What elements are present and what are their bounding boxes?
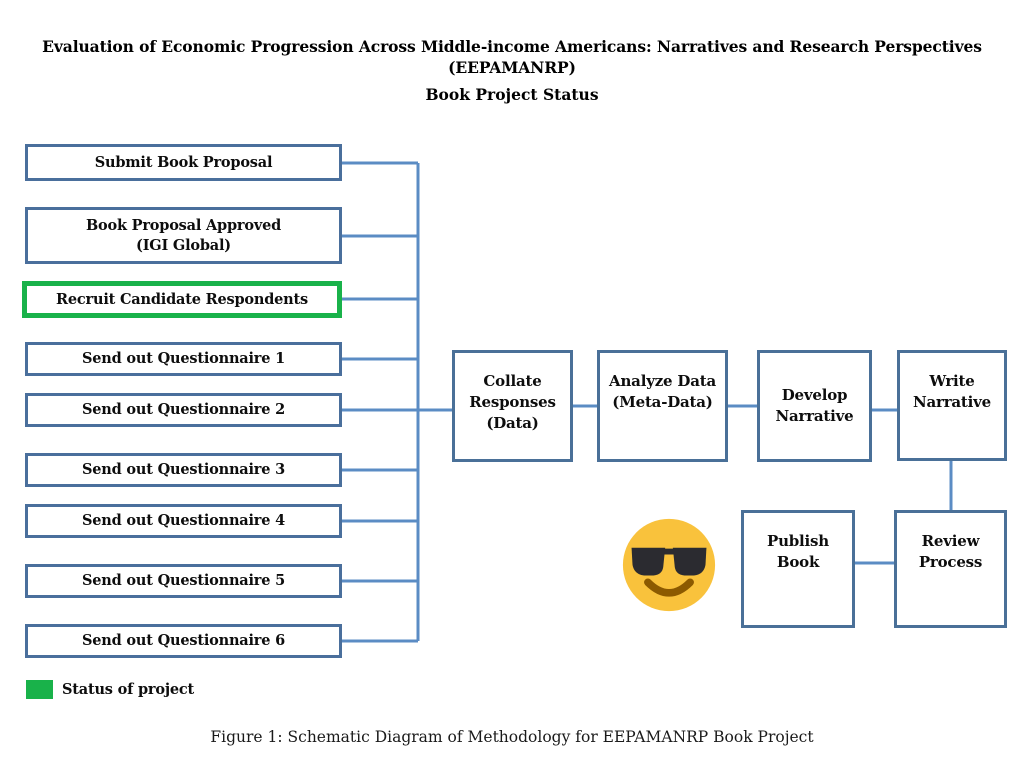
node-send-out-questionnaire-2[interactable]: Send out Questionnaire 2 <box>25 393 342 427</box>
node-send-out-questionnaire-5[interactable]: Send out Questionnaire 5 <box>25 564 342 598</box>
node-send-out-questionnaire-4[interactable]: Send out Questionnaire 4 <box>25 504 342 538</box>
node-label: Send out Questionnaire 5 <box>81 572 285 589</box>
node-label: Recruit Candidate Respondents <box>56 290 308 308</box>
node-send-out-questionnaire-3[interactable]: Send out Questionnaire 3 <box>25 453 342 487</box>
node-analyze-data[interactable]: Analyze Data (Meta-Data) <box>597 350 728 462</box>
node-write-narrative[interactable]: Write Narrative <box>897 350 1007 461</box>
node-submit-book-proposal[interactable]: Submit Book Proposal <box>25 144 342 181</box>
node-publish-book[interactable]: Publish Book <box>741 510 855 628</box>
node-label: Send out Questionnaire 6 <box>81 632 285 649</box>
node-collate-responses[interactable]: Collate Responses (Data) <box>452 350 573 462</box>
node-label: Submit Book Proposal <box>94 153 273 171</box>
node-book-proposal-approved[interactable]: Book Proposal Approved (IGI Global) <box>25 207 342 264</box>
node-label: Send out Questionnaire 1 <box>81 350 285 367</box>
node-label: Send out Questionnaire 2 <box>81 401 285 418</box>
node-label: Review Process <box>918 532 983 571</box>
node-recruit-candidate-respondents[interactable]: Recruit Candidate Respondents <box>22 281 342 318</box>
node-send-out-questionnaire-1[interactable]: Send out Questionnaire 1 <box>25 342 342 376</box>
node-label: Send out Questionnaire 4 <box>81 512 285 529</box>
figure-title-line-1: Evaluation of Economic Progression Acros… <box>42 37 982 56</box>
figure-subtitle: Book Project Status <box>425 85 599 104</box>
node-label: Publish Book <box>766 532 830 571</box>
node-label: Send out Questionnaire 3 <box>81 461 285 478</box>
legend: Status of project <box>26 680 194 699</box>
node-label: Write Narrative <box>912 372 992 411</box>
figure-title-block: Evaluation of Economic Progression Acros… <box>0 36 1024 105</box>
figure-caption: Figure 1: Schematic Diagram of Methodolo… <box>210 728 814 746</box>
node-review-process[interactable]: Review Process <box>894 510 1007 628</box>
sunglasses-face-icon <box>622 518 716 612</box>
node-develop-narrative[interactable]: Develop Narrative <box>757 350 872 462</box>
node-label: Analyze Data (Meta-Data) <box>609 372 716 411</box>
node-label: Collate Responses (Data) <box>469 372 556 432</box>
node-label: Develop Narrative <box>775 386 854 425</box>
figure-title-line-2: (EEPAMANRP) <box>448 58 576 77</box>
legend-swatch-status <box>26 680 53 699</box>
node-send-out-questionnaire-6[interactable]: Send out Questionnaire 6 <box>25 624 342 658</box>
legend-label-status: Status of project <box>62 681 195 698</box>
node-label: Book Proposal Approved (IGI Global) <box>85 216 282 254</box>
